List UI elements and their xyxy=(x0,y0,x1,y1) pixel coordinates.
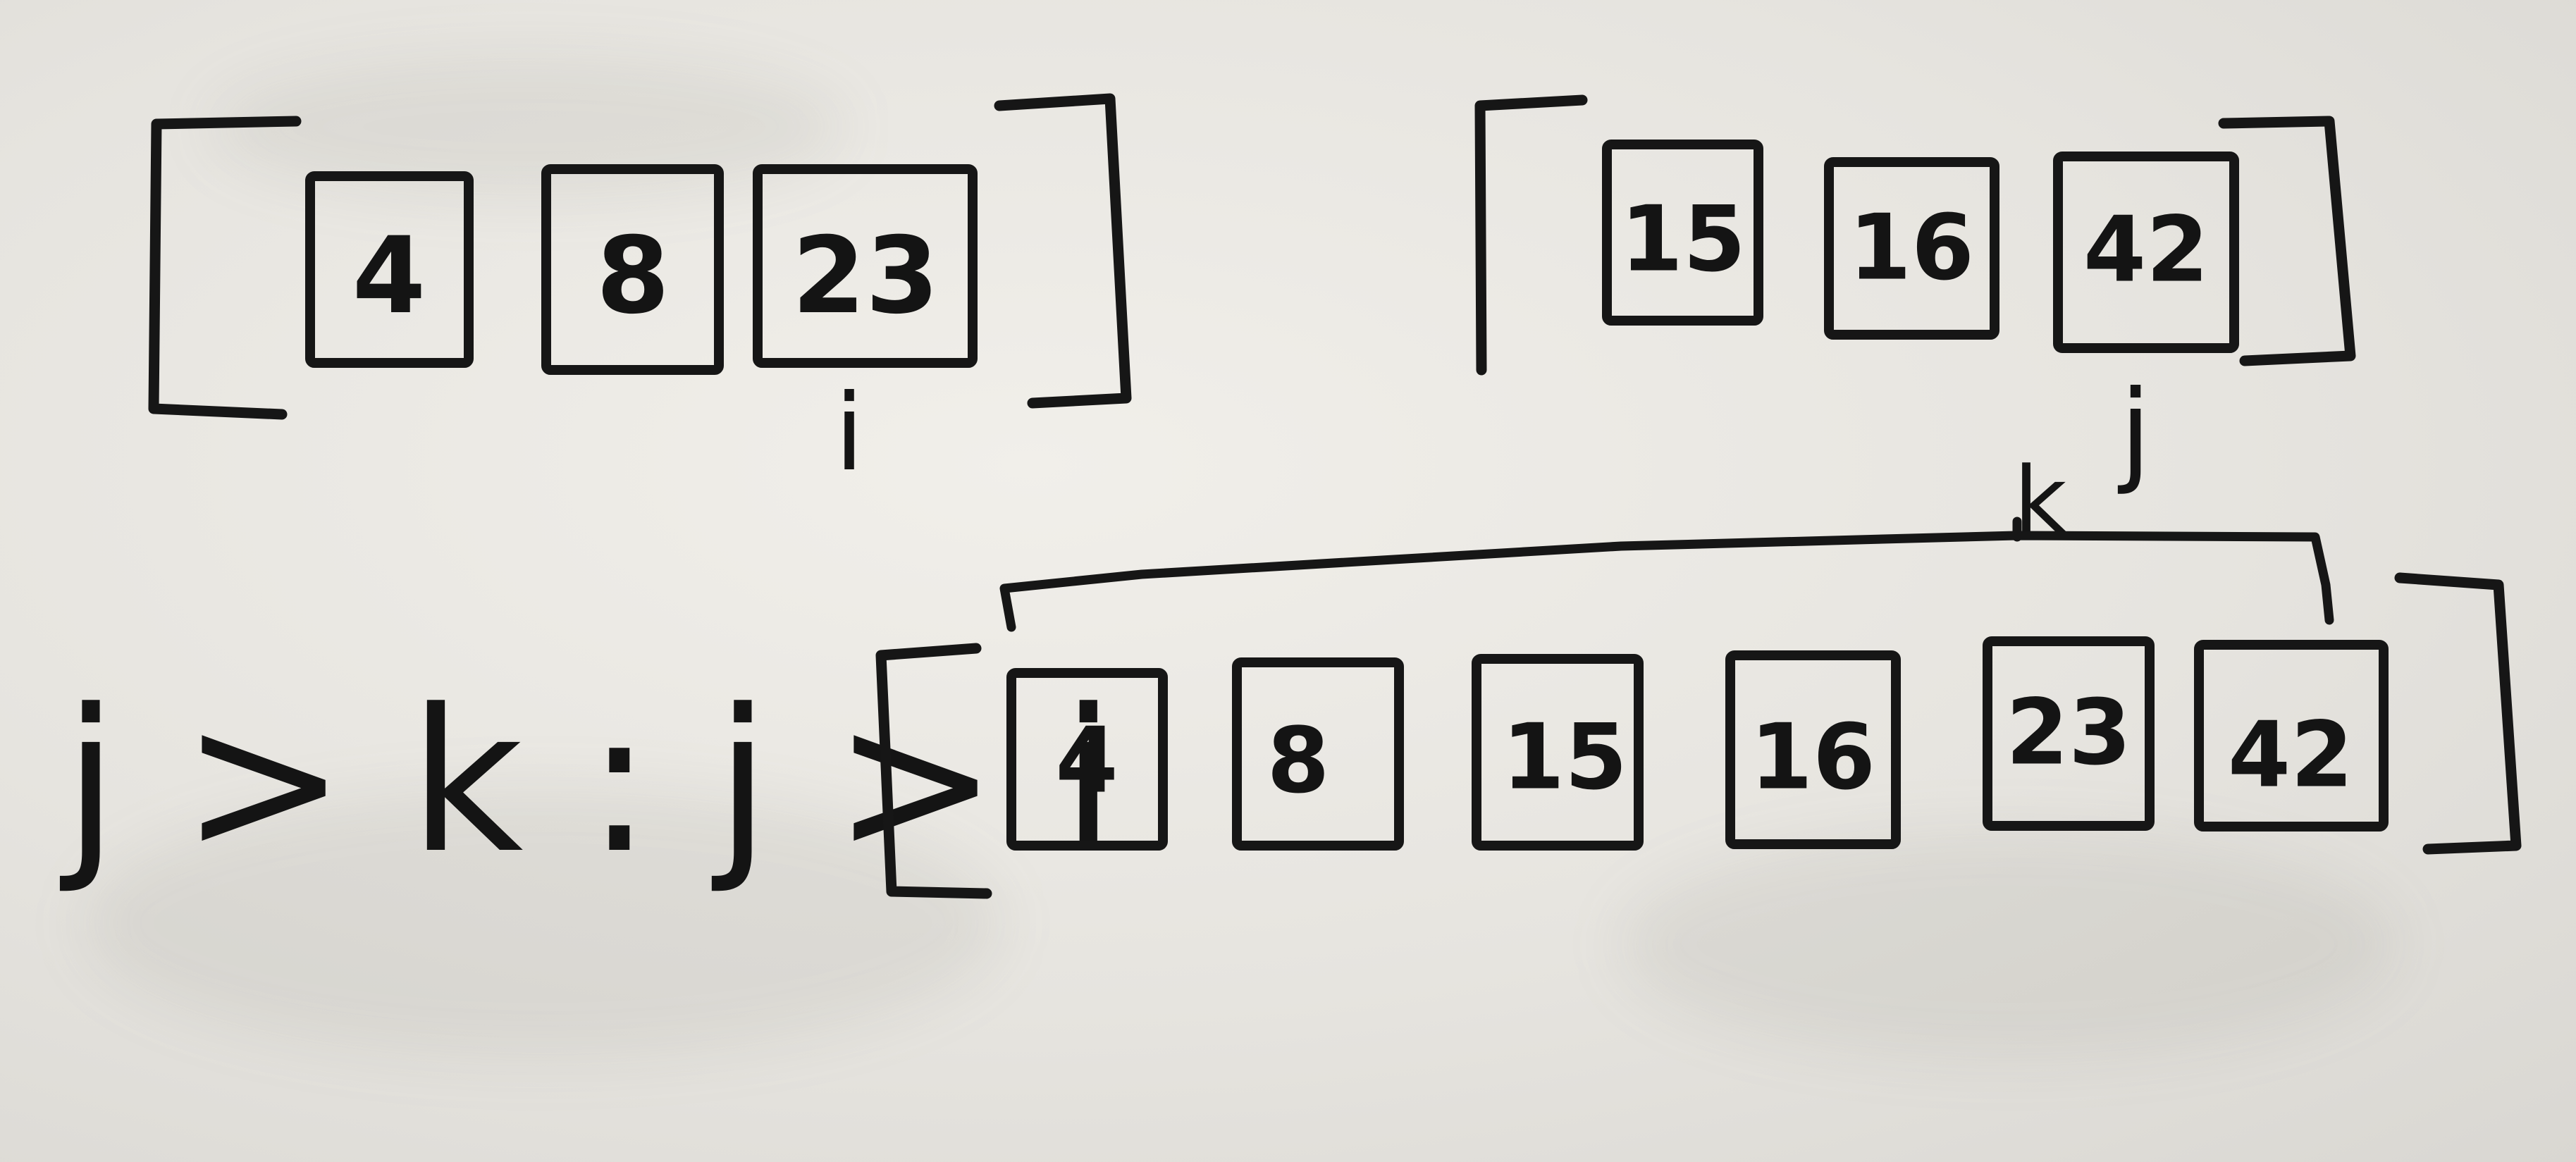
cell-value: 23 xyxy=(2006,681,2131,786)
cell-value: 15 xyxy=(1502,705,1627,810)
cell-value: 15 xyxy=(1620,187,1746,292)
merged-array-close-bracket xyxy=(2394,572,2522,855)
left-array-cell: 8 xyxy=(541,164,724,375)
left-array-cell: 4 xyxy=(305,171,474,368)
cell-value: 16 xyxy=(1849,196,1974,301)
right-array-open-bracket xyxy=(1474,94,1588,376)
cell-value: 8 xyxy=(1267,709,1329,814)
right-array-cell: 42 xyxy=(2053,152,2239,353)
cell-value: 42 xyxy=(2228,703,2353,808)
right-array-close-bracket xyxy=(2218,116,2356,366)
cell-box xyxy=(1602,140,1763,326)
merged-array-cell: 16 xyxy=(1725,650,1901,849)
left-array-cell: 23 xyxy=(753,164,978,368)
cell-box xyxy=(2053,152,2239,353)
cell-box xyxy=(305,171,474,368)
cell-value: 4 xyxy=(1055,709,1118,814)
merged-array-cell: 42 xyxy=(2194,640,2389,832)
left-array: 4 8 23 xyxy=(148,93,1132,420)
pointer-j-label: j xyxy=(2118,366,2151,497)
right-array-cell: 15 xyxy=(1602,140,1763,326)
cell-box xyxy=(753,164,978,368)
left-array-close-bracket xyxy=(994,93,1132,409)
cell-box xyxy=(2194,640,2389,832)
cell-box xyxy=(1725,650,1901,849)
right-array-cell: 16 xyxy=(1824,157,1999,340)
merged-range-brace xyxy=(999,531,2334,632)
merged-array-cell: 4 xyxy=(1006,668,1168,851)
cell-box xyxy=(1824,157,1999,340)
merged-array-cell: 23 xyxy=(1983,636,2155,831)
cell-value: 23 xyxy=(792,215,939,338)
right-array: 15 16 42 xyxy=(1474,94,2356,376)
cell-box xyxy=(1006,668,1168,851)
cell-box xyxy=(541,164,724,375)
merged-array-open-bracket xyxy=(875,643,992,899)
cell-value: 16 xyxy=(1750,705,1875,810)
condition-expression: j > k : j > i xyxy=(57,667,1116,897)
cell-box xyxy=(1472,654,1644,851)
cell-value: 42 xyxy=(2083,198,2209,303)
cell-value: 8 xyxy=(596,215,670,338)
left-array-open-bracket xyxy=(148,116,302,420)
cell-box xyxy=(1983,636,2155,831)
cell-value: 4 xyxy=(352,215,426,338)
merged-array-cell: 15 xyxy=(1472,654,1644,851)
merged-array: 4 8 15 16 23 42 xyxy=(875,572,2522,899)
merged-array-cell: 8 xyxy=(1232,657,1404,851)
pointer-i-label: i xyxy=(834,372,864,495)
cell-box xyxy=(1232,657,1404,851)
